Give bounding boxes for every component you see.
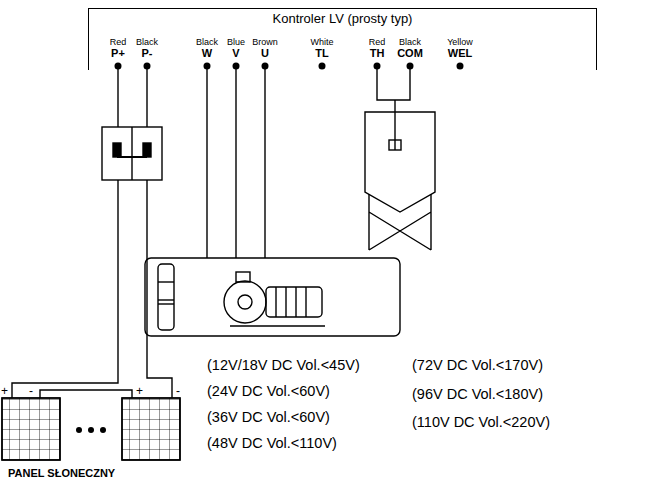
voltage-rating: (36V DC Vol.<60V) xyxy=(207,409,330,426)
voltage-rating: (12V/18V DC Vol.<45V) xyxy=(207,357,360,374)
wire-color: Black xyxy=(196,37,218,47)
solar-panel xyxy=(2,398,180,460)
terminal-dot xyxy=(374,63,381,70)
voltage-rating: (110V DC Vol.<220V) xyxy=(412,414,550,431)
continuation-dots xyxy=(76,427,106,433)
wire-color: Yellow xyxy=(447,37,473,47)
polarity-sign: + xyxy=(1,385,8,399)
terminal-dot xyxy=(233,63,240,70)
submersible-pump xyxy=(158,264,174,330)
motor-wire xyxy=(207,66,265,258)
terminal-dot xyxy=(407,63,414,70)
power-wire xyxy=(118,66,147,127)
terminal-dot xyxy=(144,63,151,70)
pin-name: P- xyxy=(142,47,153,60)
terminal-dot xyxy=(319,63,326,70)
wire-color: Brown xyxy=(252,37,278,47)
pin-name: TH xyxy=(370,47,385,60)
controller-title: Kontroler LV (prosty typ) xyxy=(89,12,596,27)
terminal-dots xyxy=(115,63,464,70)
pin-name: U xyxy=(261,47,269,60)
pin-name: COM xyxy=(397,47,423,60)
surface-pump xyxy=(224,272,325,326)
terminal-dot xyxy=(115,63,122,70)
voltage-rating: (96V DC Vol.<180V) xyxy=(412,386,543,403)
voltage-rating: (72V DC Vol.<170V) xyxy=(412,357,543,374)
voltage-rating: (24V DC Vol.<60V) xyxy=(207,383,330,400)
pin-name: WEL xyxy=(448,47,472,60)
wire-color: Black xyxy=(399,37,421,47)
polarity-sign: - xyxy=(29,385,33,399)
terminal-dot xyxy=(204,63,211,70)
wire-color: Black xyxy=(136,37,158,47)
panel-name: PANEL SŁONECZNY xyxy=(8,467,115,480)
pin-name: P+ xyxy=(111,47,125,60)
pin-name: W xyxy=(202,47,212,60)
water-tank xyxy=(365,100,435,250)
series-wire xyxy=(40,390,132,398)
voltage-rating: (48V DC Vol.<110V) xyxy=(207,435,337,452)
sensor-wire xyxy=(377,66,410,100)
controller-frame: Kontroler LV (prosty typ) xyxy=(88,8,597,70)
wire-color: Red xyxy=(110,37,127,47)
wire-color: White xyxy=(310,37,333,47)
pump-box xyxy=(145,258,400,336)
power-wire xyxy=(147,180,172,398)
polarity-sign: - xyxy=(176,385,180,399)
wire-color: Blue xyxy=(227,37,245,47)
pin-name: V xyxy=(232,47,239,60)
polarity-sign: + xyxy=(136,385,143,399)
wire-color: Red xyxy=(369,37,386,47)
power-wire xyxy=(12,180,118,398)
pin-name: TL xyxy=(315,47,328,60)
terminal-dot xyxy=(262,63,269,70)
terminal-dot xyxy=(457,63,464,70)
breaker-symbol xyxy=(102,127,162,180)
